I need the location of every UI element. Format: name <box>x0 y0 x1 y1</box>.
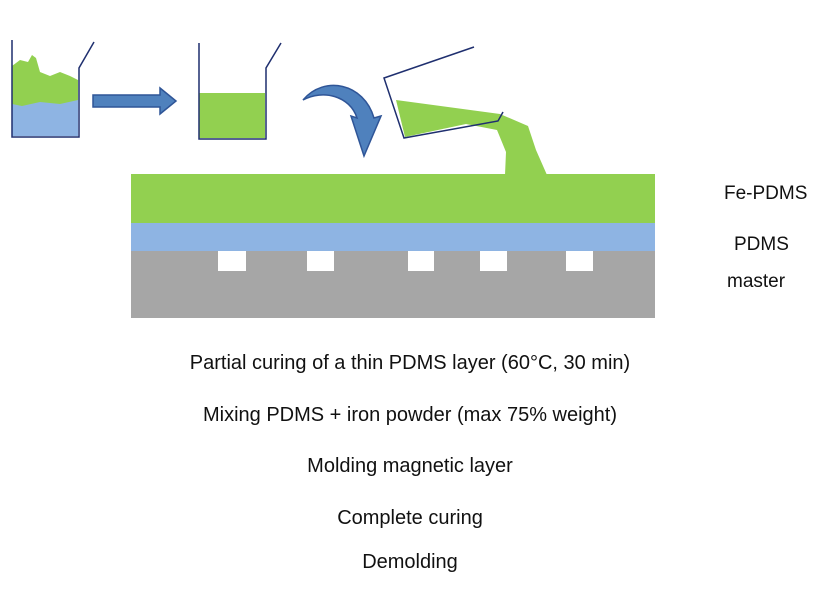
beaker-outline <box>198 42 282 140</box>
pour-stream <box>396 100 547 175</box>
step-molding: Molding magnetic layer <box>307 455 513 477</box>
mixed-beaker <box>198 42 282 140</box>
beaker-outline <box>383 46 504 139</box>
pdms-layer <box>131 223 655 251</box>
process-steps: Partial curing of a thin PDMS layer (60°… <box>100 0 720 589</box>
step-mixing: Mixing PDMS + iron powder (max 75% weigh… <box>202 404 618 426</box>
step-partial-curing: Partial curing of a thin PDMS layer (60°… <box>189 352 631 374</box>
step-complete-curing: Complete curing <box>337 507 483 529</box>
fe-pdms-label: Fe-PDMS <box>724 183 808 204</box>
pdms-label: PDMS <box>734 234 789 255</box>
curved-arrow <box>302 84 383 159</box>
mixing-beaker <box>11 40 95 138</box>
step-demolding: Demolding <box>362 551 458 573</box>
master-mold <box>131 251 655 318</box>
beaker-outline <box>11 40 95 138</box>
right-arrow <box>92 86 178 116</box>
fe-pdms-liquid <box>199 93 265 138</box>
iron-powder-blob <box>12 55 78 106</box>
fe-pdms-layer <box>131 174 655 223</box>
pouring-beaker <box>383 46 547 175</box>
master-label: master <box>727 271 786 292</box>
substrate-stack <box>131 174 655 318</box>
